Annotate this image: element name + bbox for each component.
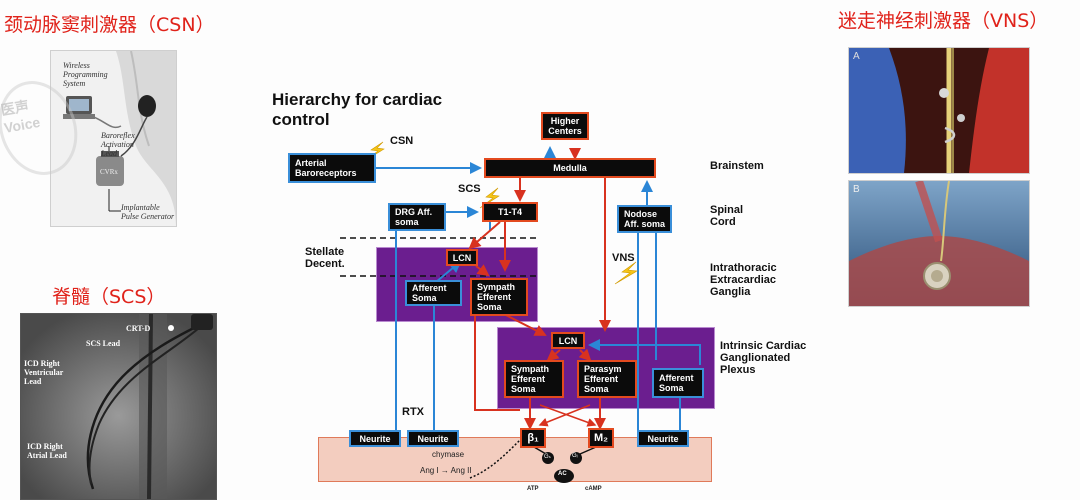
crt-label: CRT-D <box>126 324 151 333</box>
chymase-label: chymase <box>432 450 465 459</box>
icd-rv-label: ICD Right Ventricular Lead <box>24 359 64 386</box>
chest-illustration <box>849 181 1029 306</box>
sympath-soma-extracardiac-box: Sympath Efferent Soma <box>470 278 528 316</box>
intrinsic-plexus-label: Intrinsic Cardiac Ganglionated Plexus <box>720 340 807 376</box>
atp-label: ATP <box>527 486 539 492</box>
xray-illustration <box>21 314 216 499</box>
vns-title: 迷走神经刺激器（VNS） <box>838 10 1049 32</box>
drg-box: DRG Aff. soma <box>388 203 446 231</box>
vns-photo-a: A <box>848 47 1030 174</box>
gi-label: Gᵢ <box>572 453 578 459</box>
vessel-illustration <box>849 48 1029 173</box>
neck-illustration <box>63 51 176 226</box>
scs-xray-image: CRT-D SCS Lead ICD Right Ventricular Lea… <box>20 313 217 500</box>
arterial-baroreceptors-box: Arterial Baroreceptors <box>288 153 376 183</box>
ac-label: AC <box>558 471 567 477</box>
generator-label: Implantable Pulse Generator <box>121 203 175 221</box>
scs-title: 脊髓（SCS） <box>52 286 166 308</box>
camp-label: cAMP <box>585 486 602 492</box>
brainstem-label: Brainstem <box>710 160 764 172</box>
afferent-soma-intrinsic-box: Afferent Soma <box>652 368 704 398</box>
ang-label: Ang I → Ang II <box>420 466 472 475</box>
intrathoracic-label: Intrathoracic Extracardiac Ganglia <box>710 262 777 298</box>
scs-lead-label: SCS Lead <box>86 339 121 348</box>
parasym-soma-box: Parasym Efferent Soma <box>577 360 637 398</box>
scs-label: SCS <box>458 183 481 195</box>
gs-label: Gₛ <box>544 454 551 460</box>
csn-label: CSN <box>390 135 414 147</box>
t1-t4-box: T1-T4 <box>482 202 538 222</box>
beta1-receptor-box: β₁ <box>520 428 546 448</box>
vns-photo-b: B <box>848 180 1030 307</box>
csn-device-image: Wireless Programming System Baroreflex A… <box>50 50 177 227</box>
icd-ra-label: ICD Right Atrial Lead <box>27 442 67 460</box>
csn-title: 颈动脉窦刺激器（CSN） <box>4 14 215 36</box>
neurite-box-2: Neurite <box>407 430 459 447</box>
neurite-box-1: Neurite <box>349 430 401 447</box>
higher-centers-box: Higher Centers <box>541 112 589 140</box>
vns-label: VNS <box>612 252 635 264</box>
photo-b-label: B <box>853 184 860 195</box>
baroreflex-label: Baroreflex Activation Lead <box>101 131 135 158</box>
m2-receptor-box: M₂ <box>588 428 614 448</box>
afferent-soma-extracardiac-box: Afferent Soma <box>405 280 462 306</box>
sympath-soma-intrinsic-box: Sympath Efferent Soma <box>504 360 564 398</box>
nodose-box: Nodose Aff. soma <box>617 205 672 233</box>
photo-a-label: A <box>853 51 860 62</box>
cvrx-label: CVRx <box>100 168 118 176</box>
spinal-cord-label: Spinal Cord <box>710 204 744 228</box>
neurite-box-3: Neurite <box>637 430 689 447</box>
stellate-label: Stellate Decent. <box>305 246 345 270</box>
medulla-box: Medulla <box>484 158 656 178</box>
rtx-label: RTX <box>402 406 424 418</box>
diagram-title: Hierarchy for cardiac control <box>272 90 443 129</box>
wireless-label: Wireless Programming System <box>63 61 108 88</box>
lcn-extracardiac-box: LCN <box>446 249 478 266</box>
lcn-intrinsic-box: LCN <box>551 332 585 349</box>
